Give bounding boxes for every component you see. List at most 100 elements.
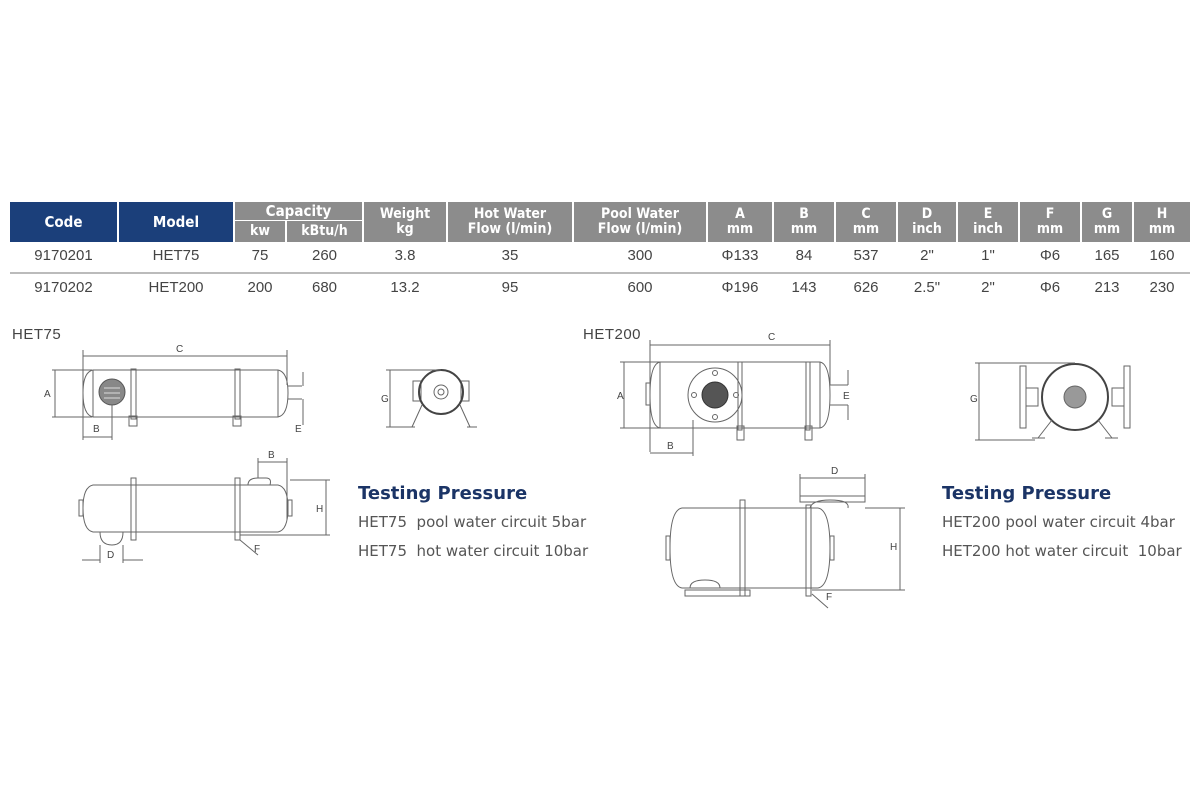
- cell-code: 9170201: [34, 247, 93, 264]
- het200-dim-a: A: [617, 391, 624, 402]
- header-e-l2: inch: [973, 221, 1003, 237]
- het75-dim-b: B: [93, 424, 100, 435]
- cell-a: Φ133: [721, 247, 759, 264]
- het75-hot-water-pressure: HET75 hot water circuit 10bar: [358, 542, 589, 560]
- header-f-l2: mm: [1036, 221, 1064, 237]
- cell-weight: 3.8: [394, 247, 416, 264]
- cell-f: Φ6: [1039, 247, 1061, 264]
- header-capacity-kw: kw: [235, 221, 285, 242]
- cell-hot-water-flow: 35: [501, 247, 519, 264]
- header-code-label: Code: [44, 212, 83, 231]
- het200-dim-f: F: [826, 592, 832, 603]
- header-hot-water-l2: Flow (l/min): [467, 221, 553, 237]
- header-capacity: Capacity: [235, 202, 362, 220]
- het75-end-view: G: [381, 369, 477, 428]
- cell-pool-water-flow: 600: [627, 279, 653, 296]
- header-hot-water-l1: Hot Water: [473, 206, 547, 222]
- header-c-l1: C: [861, 206, 871, 222]
- het200-side-view: D H F: [665, 466, 905, 609]
- het200-dim-c: C: [768, 332, 775, 343]
- het200-top-view: C A B E: [617, 332, 850, 456]
- het75-dim-g: G: [381, 394, 389, 405]
- cell-kbtu: 260: [311, 247, 338, 264]
- cell-d: 2": [920, 247, 934, 264]
- header-weight-l1: Weight: [379, 206, 431, 222]
- het200-dim-e: E: [843, 391, 850, 402]
- het75-dim-d: D: [107, 550, 114, 561]
- het75-top-view: C A B E: [44, 344, 304, 440]
- cell-h: 230: [1149, 279, 1175, 296]
- header-g-l1: G: [1101, 206, 1113, 222]
- cell-f: Φ6: [1039, 279, 1061, 296]
- het200-dim-h: H: [890, 542, 897, 553]
- header-capacity-kbtu: kBtu/h: [287, 221, 362, 242]
- header-a-l1: A: [735, 206, 745, 222]
- het200-pool-water-pressure: HET200 pool water circuit 4bar: [942, 513, 1175, 531]
- het75-dim-c: C: [176, 344, 183, 355]
- row-divider: [10, 272, 1190, 274]
- het75-side-view: B H D F: [78, 450, 330, 563]
- header-d-l2: inch: [912, 221, 942, 237]
- cell-g: 213: [1094, 279, 1120, 296]
- cell-b: 84: [795, 247, 813, 264]
- cell-g: 165: [1094, 247, 1120, 264]
- cell-c: 537: [853, 247, 879, 264]
- header-pool-water-l2: Flow (l/min): [597, 221, 683, 237]
- cell-code: 9170202: [34, 279, 93, 296]
- het75-pool-water-pressure: HET75 pool water circuit 5bar: [358, 513, 587, 531]
- header-e-l1: E: [983, 206, 993, 222]
- het75-side-dim-b: B: [268, 450, 275, 461]
- header-h-l2: mm: [1148, 221, 1176, 237]
- header-model: Model: [119, 202, 233, 242]
- cell-c: 626: [853, 279, 879, 296]
- header-b-l1: B: [799, 206, 809, 222]
- header-b-l2: mm: [790, 221, 818, 237]
- het75-drawing-label: HET75: [12, 326, 62, 343]
- het200-end-view: G: [970, 362, 1131, 441]
- header-a-l2: mm: [726, 221, 754, 237]
- cell-b: 143: [791, 279, 817, 296]
- cell-weight: 13.2: [390, 279, 420, 296]
- cell-kbtu: 680: [311, 279, 338, 296]
- header-model-label: Model: [152, 212, 200, 231]
- het75-port: [98, 378, 126, 406]
- cell-kw: 200: [247, 279, 273, 296]
- het200-dim-g: G: [970, 394, 978, 405]
- header-pool-water-l1: Pool Water: [601, 206, 679, 222]
- cell-pool-water-flow: 300: [627, 247, 653, 264]
- header-code: Code: [10, 202, 117, 242]
- cell-hot-water-flow: 95: [501, 279, 519, 296]
- het75-dim-e: E: [295, 424, 302, 435]
- cell-a: Φ196: [721, 279, 759, 296]
- cell-d: 2.5": [913, 279, 941, 296]
- het75-dim-f: F: [254, 544, 260, 555]
- het75-testing-pressure-title: Testing Pressure: [358, 483, 528, 504]
- het200-drawing-label: HET200: [583, 326, 642, 343]
- het200-dim-b: B: [667, 441, 674, 452]
- header-h-l1: H: [1156, 206, 1168, 222]
- het75-dim-a: A: [44, 389, 51, 400]
- het200-hot-water-pressure: HET200 hot water circuit 10bar: [942, 542, 1182, 560]
- cell-kw: 75: [251, 247, 269, 264]
- header-weight-l2: kg: [396, 221, 414, 237]
- het200-testing-pressure-title: Testing Pressure: [942, 483, 1112, 504]
- header-d-l1: D: [921, 206, 933, 222]
- cell-e: 2": [981, 279, 995, 296]
- cell-h: 160: [1149, 247, 1175, 264]
- header-g-l2: mm: [1093, 221, 1121, 237]
- header-f-l1: F: [1045, 206, 1055, 222]
- het200-dim-d: D: [831, 466, 838, 477]
- cell-model: HET200: [148, 279, 204, 296]
- cell-model: HET75: [152, 247, 200, 264]
